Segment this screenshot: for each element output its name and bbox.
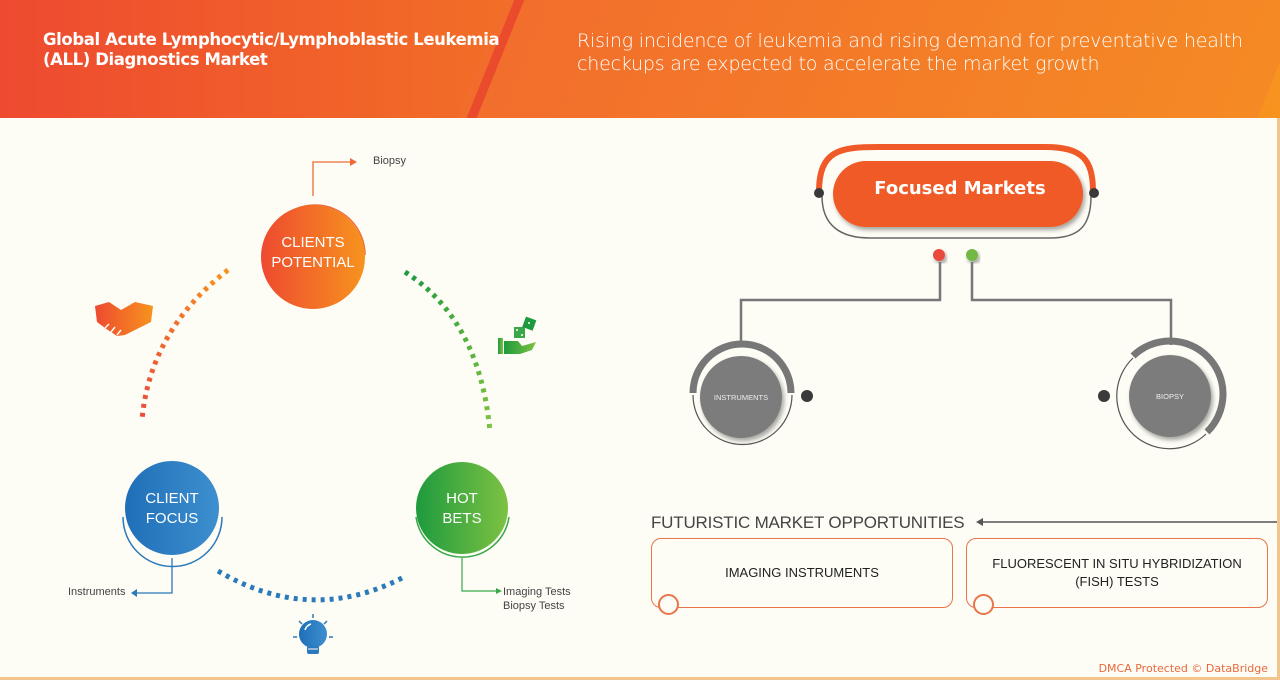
header-banner: Global Acute Lymphocytic/Lymphoblastic L…	[0, 0, 1280, 118]
page-tagline: Rising incidence of leukemia and rising …	[577, 30, 1243, 75]
connector-line-left	[739, 262, 942, 345]
hot-bets-label: HOT BETS	[412, 489, 512, 529]
cycle-arc-left	[139, 268, 230, 421]
client-focus-callout: Instruments	[68, 586, 126, 598]
instruments-gauge-outline	[692, 394, 793, 446]
pill-dot-left	[814, 188, 824, 198]
opportunity-card: FLUORESCENT IN SITU HYBRIDIZATION (FISH)…	[966, 538, 1268, 615]
instruments-side-dot	[801, 390, 813, 402]
opportunity-card-label: FLUORESCENT IN SITU HYBRIDIZATION (FISH)…	[992, 556, 1242, 589]
biopsy-arrow-icon	[350, 158, 357, 166]
opportunity-card: IMAGING INSTRUMENTS	[651, 538, 953, 615]
frame-border-bottom	[0, 677, 1280, 680]
hot-bets-callout-1: Imaging Tests	[503, 586, 571, 598]
hot-bets-arrow-icon	[496, 588, 502, 594]
connector-dot-red	[933, 249, 945, 261]
focused-markets-pill	[833, 161, 1083, 227]
dmca-notice[interactable]: DMCA Protected © DataBridge	[1098, 662, 1268, 675]
biopsy-connector	[312, 161, 350, 196]
focused-markets-title: Focused Markets	[874, 178, 1046, 199]
hot-bets-connector	[461, 558, 496, 592]
biopsy-gauge-arc	[1130, 337, 1227, 435]
instruments-arrow-icon	[131, 589, 137, 597]
dice-hand-icon	[498, 316, 537, 354]
opportunities-title: FUTURISTIC MARKET OPPORTUNITIES	[651, 513, 965, 532]
biopsy-side-dot	[1098, 390, 1110, 402]
instruments-connector	[136, 558, 173, 594]
hot-bets-callout: Imaging Tests Biopsy Tests	[503, 585, 571, 613]
biopsy-gauge-outline	[1116, 357, 1207, 450]
clients-potential-label: CLIENTS POTENTIAL	[263, 233, 363, 273]
connector-line-right	[970, 262, 1173, 345]
clients-potential-circle	[261, 205, 365, 309]
frame-border-right	[1277, 118, 1280, 680]
hot-bets-circle	[416, 462, 508, 554]
hot-bets-line2: BETS	[442, 510, 482, 527]
cycle-arc-right	[403, 269, 493, 433]
card-ring-icon	[658, 594, 679, 615]
card-ring-icon	[973, 594, 994, 615]
handshake-icon	[95, 302, 153, 336]
biopsy-label: BIOPSY	[1156, 392, 1184, 401]
clients-potential-line2: POTENTIAL	[271, 254, 355, 271]
clients-potential-line1: CLIENTS	[281, 234, 345, 251]
hot-bets-outline	[415, 516, 510, 558]
lightbulb-icon	[293, 614, 333, 654]
instruments-gauge-arc	[689, 340, 795, 394]
pill-dot-right	[1089, 188, 1099, 198]
client-focus-label: CLIENT FOCUS	[122, 489, 222, 529]
hot-bets-line1: HOT	[446, 490, 478, 507]
client-focus-line2: FOCUS	[145, 510, 199, 527]
hot-bets-callout-2: Biopsy Tests	[503, 600, 565, 612]
instruments-circle	[700, 356, 782, 438]
opportunity-card-label: IMAGING INSTRUMENTS	[725, 565, 879, 580]
focused-markets-top-arc	[816, 144, 1096, 193]
client-focus-circle	[125, 461, 219, 555]
focused-markets-bottom-arc	[821, 195, 1092, 239]
opportunities-arrow-icon	[976, 518, 983, 526]
connector-dot-green	[966, 249, 978, 261]
instruments-label: INSTRUMENTS	[713, 393, 769, 402]
biopsy-circle	[1129, 355, 1211, 437]
clients-potential-callout: Biopsy	[373, 155, 407, 167]
cycle-arc-bottom	[216, 568, 404, 603]
client-focus-line1: CLIENT	[145, 490, 199, 507]
page-title: Global Acute Lymphocytic/Lymphoblastic L…	[43, 30, 500, 69]
